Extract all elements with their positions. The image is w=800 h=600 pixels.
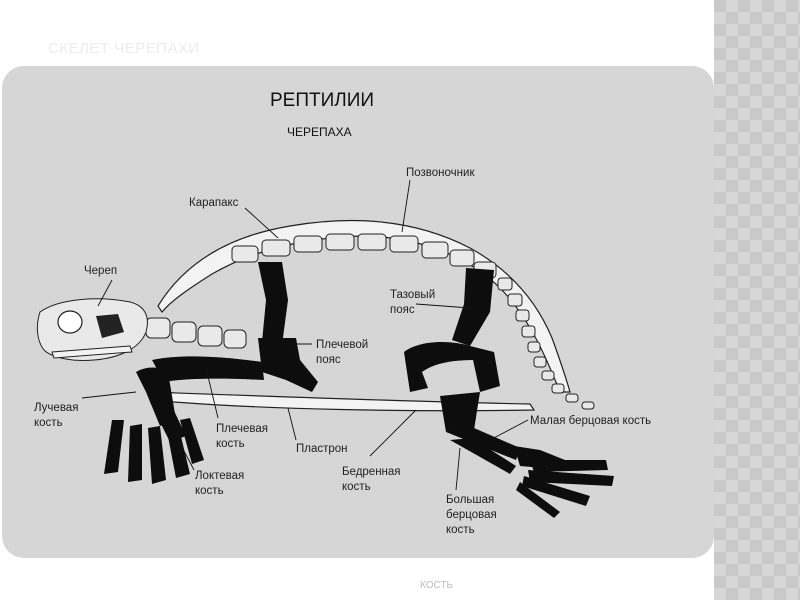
front-limb-bones xyxy=(104,262,318,484)
label-ulna-1: Локтевая xyxy=(195,470,244,482)
spine-vertebrae xyxy=(231,233,595,410)
label-tibia-1: Большая xyxy=(446,494,494,506)
leader-lines xyxy=(81,179,529,491)
label-spine: Позвоночник xyxy=(406,167,475,179)
label-radius-1: Лучевая xyxy=(34,402,78,414)
diagram-heading: РЕПТИЛИИ xyxy=(270,90,374,111)
label-shoulder-girdle-2: пояс xyxy=(316,354,341,366)
label-skull: Череп xyxy=(84,265,117,277)
hind-limb-bones xyxy=(404,268,614,518)
label-pelvic-girdle-1: Тазовый xyxy=(390,289,435,301)
label-femur-1: Бедренная xyxy=(342,466,401,478)
side-pattern xyxy=(714,0,800,600)
label-humerus-2: кость xyxy=(216,438,245,450)
label-carapace: Карапакс xyxy=(189,197,239,209)
bottom-fragment: КОСТЬ xyxy=(420,580,454,591)
label-plastron: Пластрон xyxy=(296,443,348,455)
label-shoulder-girdle-1: Плечевой xyxy=(316,339,368,351)
label-radius-2: кость xyxy=(34,417,63,429)
label-fibula: Малая берцовая кость xyxy=(530,415,651,427)
label-ulna-2: кость xyxy=(195,485,224,497)
label-pelvic-girdle-2: пояс xyxy=(390,304,415,316)
neck-vertebrae xyxy=(145,317,247,349)
plastron-shape xyxy=(149,391,536,412)
skull-shape xyxy=(36,298,148,361)
label-femur-2: кость xyxy=(342,481,371,493)
slide-title: СКЕЛЕТ ЧЕРЕПАХИ xyxy=(48,40,200,57)
label-tibia-2: берцовая xyxy=(446,509,497,521)
diagram-subheading: ЧЕРЕПАХА xyxy=(287,125,352,139)
label-humerus-1: Плечевая xyxy=(216,423,268,435)
turtle-skeleton-diagram: РЕПТИЛИИ ЧЕРЕПАХА xyxy=(34,90,651,536)
label-tibia-3: кость xyxy=(446,524,475,536)
